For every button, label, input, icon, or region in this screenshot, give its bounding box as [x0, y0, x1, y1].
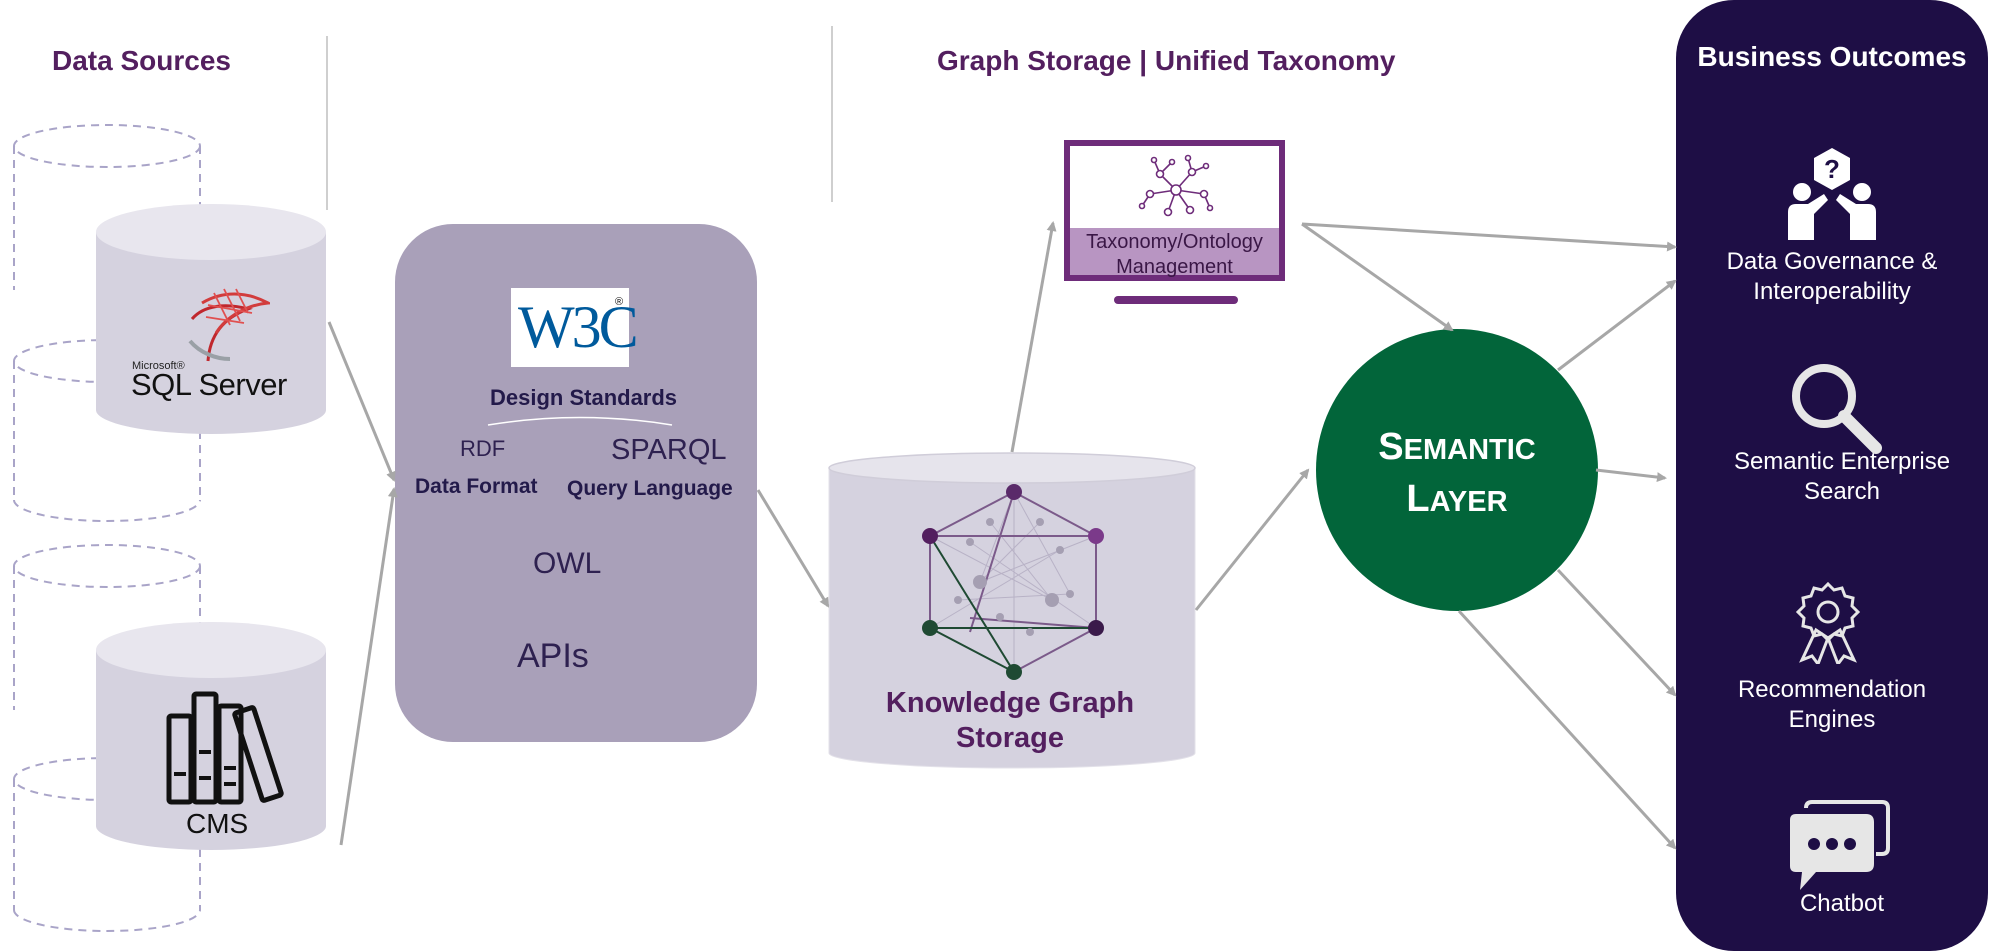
apis-label: APIs — [517, 637, 589, 675]
taxonomy-label-line1: Taxonomy/Ontology — [1086, 231, 1263, 253]
monitor-stand — [1114, 296, 1238, 304]
outcome-line2: Engines — [1788, 706, 1876, 733]
knowledge-graph-label: Knowledge Graph Storage — [860, 686, 1160, 756]
semantic-layer-label: SEMANTIC LAYER — [1316, 425, 1598, 529]
outcome-recommendation-label: Recommendation Engines — [1676, 675, 1988, 735]
standards-divider — [487, 416, 673, 426]
knowledge-graph-label-line2: Storage — [956, 722, 1064, 754]
taxonomy-network-icon — [1138, 154, 1214, 217]
standards-panel — [395, 224, 757, 742]
outcome-chatbot-label: Chatbot — [1686, 889, 1998, 919]
taxonomy-monitor-banner — [1070, 228, 1279, 275]
award-ribbon-icon — [1795, 582, 1861, 664]
sql-server-label: SQL Server — [131, 367, 287, 402]
magnifier-icon — [1792, 364, 1882, 454]
flow-arrows — [327, 221, 1677, 850]
w3c-registered-mark: ® — [615, 296, 624, 308]
outcome-line2: Search — [1803, 478, 1881, 505]
semantic-initial: S — [1378, 426, 1404, 468]
microsoft-label: Microsoft® — [132, 360, 185, 372]
outcome-data-governance-label: Data Governance & Interoperability — [1676, 247, 1988, 307]
semantic-layer-circle — [1316, 329, 1598, 611]
outcome-line1: Semantic Enterprise — [1733, 448, 1951, 475]
data-sources-title: Data Sources — [52, 45, 231, 76]
books-icon — [166, 691, 284, 805]
layer-initial: L — [1406, 478, 1430, 520]
knowledge-graph-label-line1: Knowledge Graph — [885, 687, 1135, 719]
knowledge-graph-cylinder — [828, 452, 1196, 769]
sparql-label: SPARQL — [611, 434, 727, 466]
taxonomy-monitor: Taxonomy/Ontology Management — [1064, 140, 1285, 281]
business-outcomes-panel — [1676, 0, 1988, 951]
semantic-rest: EMANTIC — [1403, 434, 1536, 466]
svg-text:?: ? — [1824, 154, 1840, 184]
design-standards-label: Design Standards — [490, 385, 678, 410]
outcome-line1: Data Governance & — [1726, 248, 1938, 275]
people-question-icon: ? — [1788, 148, 1876, 240]
outcome-line2: Interoperability — [1753, 278, 1911, 305]
outcome-semantic-search-label: Semantic Enterprise Search — [1686, 447, 1998, 507]
taxonomy-label: Taxonomy/Ontology Management — [1070, 230, 1279, 280]
business-outcomes-title: Business Outcomes — [1697, 41, 1967, 72]
outcome-line1: Chatbot — [1799, 890, 1885, 917]
knowledge-graph-network-icon — [922, 484, 1104, 680]
query-language-label: Query Language — [567, 477, 733, 500]
outcome-line1: Recommendation — [1737, 676, 1927, 703]
taxonomy-label-line2: Management — [1116, 256, 1233, 278]
w3c-logo-text: W3C — [518, 294, 639, 360]
owl-label: OWL — [533, 547, 602, 580]
data-format-label: Data Format — [415, 475, 538, 498]
graph-storage-title: Graph Storage | Unified Taxonomy — [937, 45, 1396, 76]
sql-server-logo-icon — [188, 288, 270, 362]
semantic-layer-line2: LAYER — [1316, 477, 1598, 529]
rdf-label: RDF — [460, 436, 506, 461]
semantic-layer-line1: SEMANTIC — [1316, 425, 1598, 477]
chat-bubble-icon — [1790, 800, 1890, 890]
cms-label: CMS — [186, 808, 249, 839]
sql-server-database — [96, 204, 326, 434]
w3c-logo: W3C ® — [511, 288, 639, 367]
layer-rest: AYER — [1429, 486, 1508, 518]
